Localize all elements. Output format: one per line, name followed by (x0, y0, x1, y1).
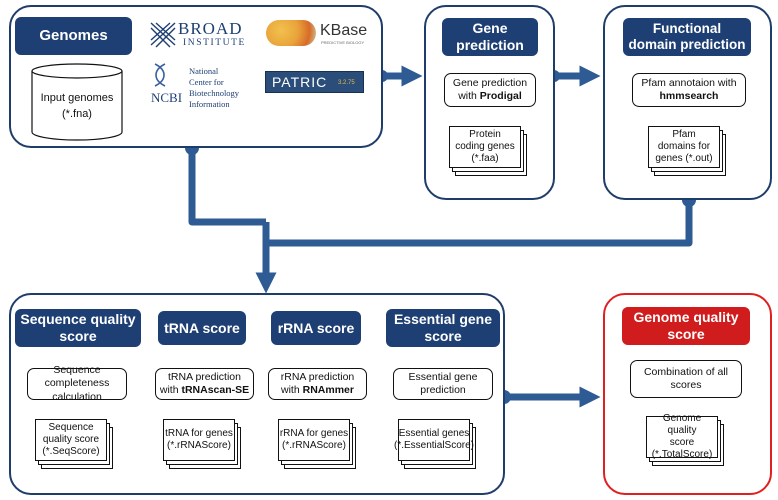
essential-score-text: Essential genes (*.EssentialScore) (394, 419, 474, 461)
patric-name: PATRIC (272, 74, 328, 90)
rrna-step-tool: RNAmmer (302, 384, 354, 396)
total-score-output: Genome quality score (*.TotalScore) (646, 413, 724, 466)
broad-name: BROAD (178, 19, 243, 38)
trna-score-text: tRNA for genes (*.rRNAScore) (163, 419, 235, 461)
ncbi-line1: National (189, 66, 219, 76)
trna-step: tRNA prediction with tRNAscan-SE (155, 368, 254, 400)
functional-domain-header: Functional domain prediction (623, 18, 751, 56)
protein-genes-text: Protein coding genes (*.faa) (449, 126, 521, 168)
rrna-step-text: rRNA prediction with (280, 370, 355, 396)
functional-step-text: Pfam annotaion with (641, 76, 737, 89)
gene-step-text: Gene prediction with (452, 76, 528, 102)
trna-score-header: tRNA score (158, 311, 246, 345)
ncbi-line3: Biotechnology (189, 88, 240, 98)
genome-quality-header: Genome quality score (622, 307, 750, 345)
total-score-text: Genome quality score (*.TotalScore) (646, 413, 718, 460)
trna-score-output: tRNA for genes (*.rRNAScore) (163, 419, 241, 469)
broad-grid-icon (150, 22, 176, 48)
ncbi-line4: Information (189, 99, 230, 109)
combination-step: Combination of all scores (630, 360, 742, 398)
kbase-name: KBase (320, 22, 368, 39)
sequence-score-text: Sequence quality score (*.SeqScore) (35, 419, 107, 461)
gene-prediction-header: Gene prediction (442, 18, 538, 56)
trna-step-tool: tRNAscan-SE (181, 384, 250, 396)
sequence-step: Sequence completeness calculation (27, 364, 127, 403)
functional-domain-step: Pfam annotaion with hmmsearch (632, 73, 746, 107)
line-input-down (188, 148, 266, 226)
kbase-tag: PREDICTIVE BIOLOGY (321, 40, 365, 45)
essential-step-text: Essential gene prediction (408, 370, 478, 396)
essential-gene-header: Essential gene score (386, 309, 500, 347)
kbase-logo: KBase PREDICTIVE BIOLOGY (266, 20, 370, 48)
ncbi-logo: NCBI National Center for Biotechnology I… (151, 60, 261, 110)
gene-prediction-step: Gene prediction with Prodigal (444, 73, 536, 107)
ncbi-helix-icon (154, 63, 166, 87)
broad-sub: INSTITUTE (183, 38, 246, 48)
patric-version: 3.2.75 (338, 80, 355, 86)
essential-step: Essential gene prediction (393, 368, 493, 400)
rrna-score-text: rRNA for genes (*.rRNAScore) (278, 419, 350, 461)
rrna-step: rRNA prediction with RNAmmer (268, 368, 367, 400)
genomes-header: Genomes (15, 17, 132, 55)
rrna-score-output: rRNA for genes (*.rRNAScore) (278, 419, 356, 469)
cylinder-sub: (*.fna) (62, 108, 92, 120)
sequence-quality-header: Sequence quality score (15, 309, 141, 347)
pfam-domains-output: Pfam domains for genes (*.out) (648, 126, 726, 176)
kbase-dots-icon (266, 20, 316, 46)
trna-step-text: tRNA prediction with (159, 370, 241, 396)
sequence-score-output: Sequence quality score (*.SeqScore) (35, 419, 113, 469)
ncbi-line2: Center for (189, 77, 224, 87)
rrna-score-header: rRNA score (271, 311, 361, 345)
input-genomes-cylinder: Input genomes (*.fna) (30, 62, 124, 142)
line-functional-down (266, 200, 693, 247)
gene-step-tool: Prodigal (479, 90, 522, 102)
ncbi-name: NCBI (151, 90, 183, 105)
sequence-step-text: Sequence completeness calculation (44, 364, 110, 403)
essential-score-output: Essential genes (*.EssentialScore) (394, 419, 476, 469)
functional-step-tool: hmmsearch (659, 90, 719, 102)
protein-genes-output: Protein coding genes (*.faa) (449, 126, 527, 176)
combination-step-text: Combination of all scores (643, 365, 729, 391)
broad-institute-logo: BROAD INSTITUTE (150, 19, 258, 49)
cylinder-label: Input genomes (40, 92, 114, 104)
pfam-domains-text: Pfam domains for genes (*.out) (648, 126, 720, 168)
patric-logo: PATRIC 3.2.75 (265, 71, 364, 93)
